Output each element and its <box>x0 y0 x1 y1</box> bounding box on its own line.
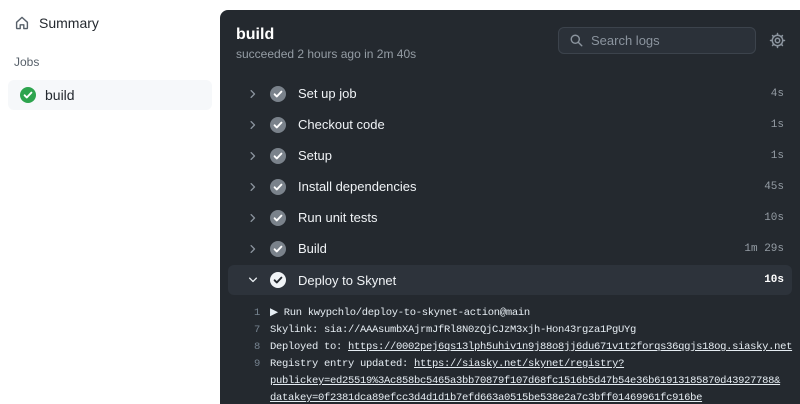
log-link[interactable]: https://0002pej6qs13lph5uhiv1n9j88o8jj6d… <box>348 341 793 353</box>
step-name: Run unit tests <box>298 210 378 225</box>
step-name: Build <box>298 241 327 256</box>
job-log-panel: build succeeded 2 hours ago in 2m 40s <box>220 10 800 404</box>
chevron-icon <box>245 86 261 102</box>
search-logs-box[interactable] <box>558 27 756 54</box>
step-row[interactable]: Checkout code 1s <box>220 109 800 140</box>
home-icon <box>15 16 29 30</box>
step-name: Checkout code <box>298 117 385 132</box>
log-line-text: Skylink: sia://AAAsumbXAjrmJfRl8N0zQjCJz… <box>270 324 637 336</box>
step-name: Set up job <box>298 86 357 101</box>
search-logs-input[interactable] <box>591 33 745 48</box>
chevron-icon <box>245 272 261 288</box>
steps-list: Set up job 4s Checkout code 1s <box>220 78 800 295</box>
jobs-section-label: Jobs <box>14 55 40 69</box>
search-icon <box>570 34 583 47</box>
job-success-check-icon <box>20 87 36 103</box>
step-duration: 1s <box>770 118 784 131</box>
chevron-icon <box>245 148 261 164</box>
step-duration: 10s <box>764 274 784 286</box>
step-name: Install dependencies <box>298 179 417 194</box>
chevron-icon <box>245 241 261 257</box>
step-duration: 4s <box>770 87 784 100</box>
log-output: 1 ▶ Run kwypchlo/deploy-to-skynet-action… <box>220 305 800 404</box>
gear-icon <box>769 32 786 49</box>
log-line-number: 7 <box>253 324 260 336</box>
log-line-text: Registry entry updated: https://siasky.n… <box>270 358 781 404</box>
job-title: build <box>236 26 275 43</box>
log-settings-button[interactable] <box>769 32 786 49</box>
header-controls <box>558 27 786 54</box>
log-line-number: 1 <box>253 307 260 319</box>
log-line-text: Deployed to: https://0002pej6qs13lph5uhi… <box>270 341 793 353</box>
step-duration: 1s <box>770 149 784 162</box>
step-duration: 10s <box>764 211 784 224</box>
step-success-icon <box>270 178 286 195</box>
chevron-icon <box>245 117 261 133</box>
sidebar-job-build[interactable]: build <box>8 80 212 110</box>
log-line-number: 9 <box>253 358 260 370</box>
log-line-number: 8 <box>253 341 260 353</box>
step-name: Setup <box>298 148 332 163</box>
job-name-label: build <box>45 87 75 103</box>
step-success-icon <box>270 116 286 133</box>
step-row[interactable]: Run unit tests 10s <box>220 202 800 233</box>
step-success-icon <box>270 240 286 257</box>
chevron-icon <box>245 210 261 226</box>
step-duration: 45s <box>764 180 784 193</box>
step-row[interactable]: Set up job 4s <box>220 78 800 109</box>
step-row[interactable]: Setup 1s <box>220 140 800 171</box>
log-line: 9 Registry entry updated: https://siasky… <box>220 356 800 404</box>
step-success-icon <box>270 85 286 102</box>
chevron-icon <box>245 179 261 195</box>
step-success-icon <box>270 147 286 164</box>
step-success-icon <box>270 272 286 288</box>
step-success-icon <box>270 209 286 226</box>
sidebar: Summary Jobs build <box>0 0 220 404</box>
log-line: 8 Deployed to: https://0002pej6qs13lph5u… <box>220 339 800 356</box>
summary-label: Summary <box>39 15 99 31</box>
step-row[interactable]: Build 1m 29s <box>220 233 800 264</box>
step-duration: 1m 29s <box>744 242 784 255</box>
log-line: 1 ▶ Run kwypchlo/deploy-to-skynet-action… <box>220 305 800 322</box>
job-status-line: succeeded 2 hours ago in 2m 40s <box>236 47 417 61</box>
sidebar-item-summary[interactable]: Summary <box>14 15 99 31</box>
step-name: Deploy to Skynet <box>298 272 397 288</box>
panel-header: build succeeded 2 hours ago in 2m 40s <box>220 10 800 76</box>
step-row[interactable]: Deploy to Skynet 10s <box>228 265 792 295</box>
step-row[interactable]: Install dependencies 45s <box>220 171 800 202</box>
log-line: 7 Skylink: sia://AAAsumbXAjrmJfRl8N0zQjC… <box>220 322 800 339</box>
log-line-text: ▶ Run kwypchlo/deploy-to-skynet-action@m… <box>270 307 530 319</box>
log-link[interactable]: https://siasky.net/skynet/registry?​publ… <box>270 358 781 404</box>
